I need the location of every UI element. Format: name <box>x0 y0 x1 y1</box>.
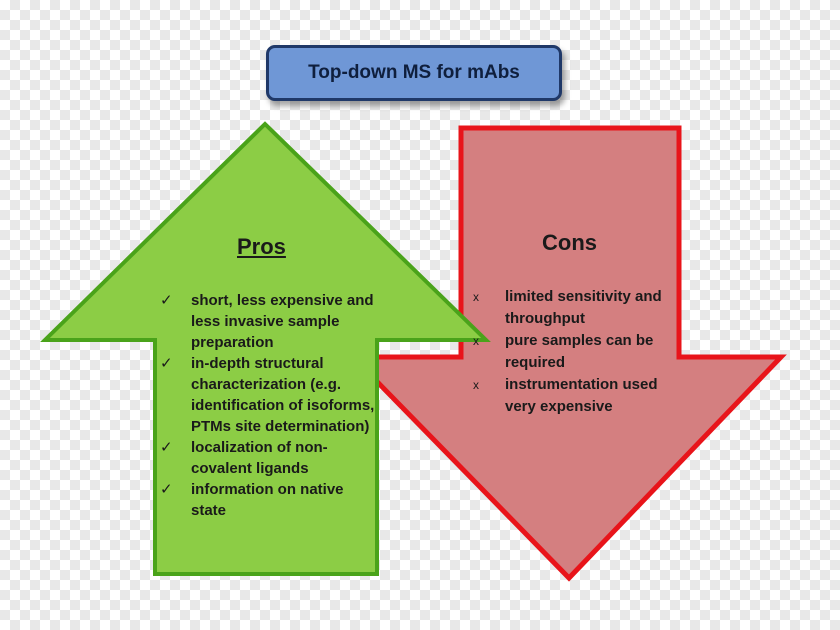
cons-heading: Cons <box>542 230 597 255</box>
diagram-title: Top-down MS for mAbs <box>308 62 520 83</box>
pros-heading: Pros <box>237 234 286 259</box>
check-icon: ✓ <box>160 292 173 309</box>
x-icon: x <box>473 334 479 348</box>
x-icon: x <box>473 290 479 304</box>
check-icon: ✓ <box>160 481 173 498</box>
pros-up-arrow-icon <box>40 121 491 576</box>
pros-item: ✓localization of non-covalent ligands <box>160 439 328 477</box>
check-icon: ✓ <box>160 439 173 456</box>
cons-down-arrow-icon <box>347 125 787 582</box>
pros-list: ✓short, less expensive and less invasive… <box>160 290 375 521</box>
pros-item: ✓information on native state <box>160 481 344 519</box>
pros-item: ✓in-depth structural characterization (e… <box>160 355 375 435</box>
x-icon: x <box>473 378 479 392</box>
pros-item: ✓short, less expensive and less invasive… <box>160 292 374 351</box>
check-icon: ✓ <box>160 355 173 372</box>
title-box: Top-down MS for mAbs <box>266 45 562 101</box>
